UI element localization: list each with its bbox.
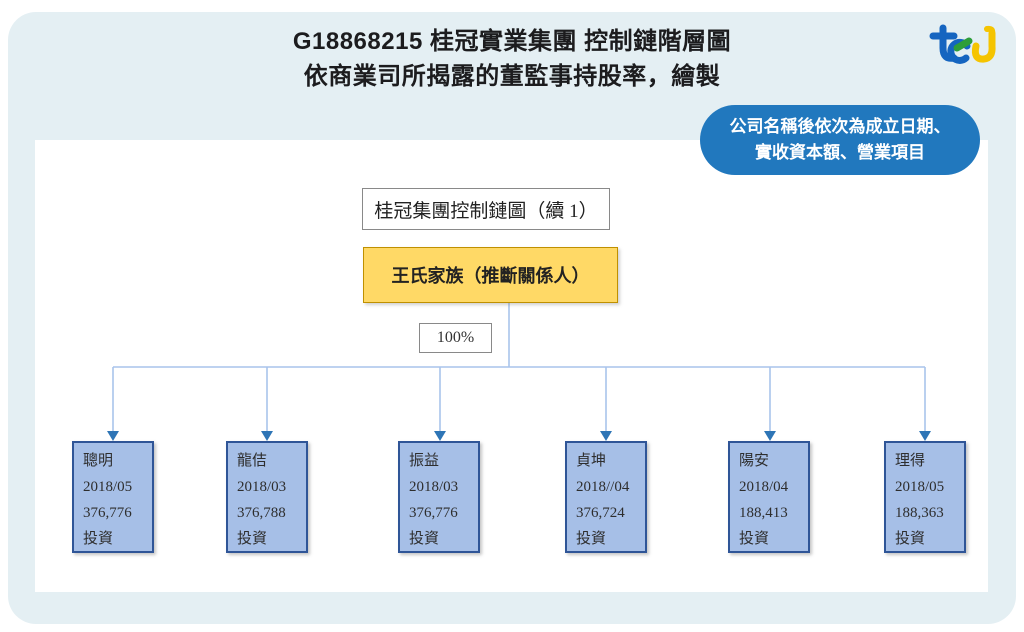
arrowhead-icon-1: [107, 431, 119, 441]
company-box-3: 振益 2018/03 376,776 投資: [398, 441, 480, 553]
company-capital: 376,776: [83, 505, 132, 521]
page-title: G18868215 桂冠實業集團 控制鏈階層圖 依商業司所揭露的董監事持股率，繪…: [0, 24, 1024, 94]
company-capital: 376,724: [576, 505, 625, 521]
company-capital: 188,413: [739, 505, 788, 521]
company-box-4: 貞坤 2018//04 376,724 投資: [565, 441, 647, 553]
arrowhead-icon-6: [919, 431, 931, 441]
root-family-box: 王氏家族（推斷關係人）: [363, 247, 618, 303]
root-family-label: 王氏家族（推斷關係人）: [391, 266, 590, 286]
page-title-line2: 依商業司所揭露的董監事持股率，繪製: [303, 63, 721, 90]
company-name: 振益: [409, 453, 440, 469]
company-founded-date: 2018//04: [576, 479, 630, 495]
company-business: 投資: [409, 531, 440, 547]
note-badge-line2: 實收資本額、營業項目: [755, 143, 925, 162]
arrowhead-icon-3: [434, 431, 446, 441]
company-founded-date: 2018/03: [409, 479, 459, 495]
company-box-1: 聰明 2018/05 376,776 投資: [72, 441, 154, 553]
company-name: 陽安: [739, 453, 770, 469]
company-capital: 376,776: [409, 505, 458, 521]
logo-j-hook: [984, 25, 996, 36]
page-title-line1: G18868215 桂冠實業集團 控制鏈階層圖: [292, 28, 732, 55]
logo-green-dash: [953, 37, 973, 52]
company-founded-date: 2018/03: [237, 479, 287, 495]
connector-lines: [107, 303, 931, 441]
note-badge: 公司名稱後依次為成立日期、 實收資本額、營業項目: [700, 105, 980, 175]
diagram-canvas: 桂冠集團控制鏈圖（續 1） 王氏家族（推斷關係人） 100% 聰明 2018/0…: [35, 140, 988, 592]
company-name: 聰明: [83, 453, 114, 469]
company-business: 投資: [576, 531, 607, 547]
company-business: 投資: [237, 531, 268, 547]
company-business: 投資: [895, 531, 926, 547]
arrowhead-icon-4: [600, 431, 612, 441]
company-capital: 188,363: [895, 505, 944, 521]
company-business: 投資: [83, 531, 114, 547]
chart-title-label: 桂冠集團控制鏈圖（續 1）: [374, 200, 598, 222]
company-name: 理得: [895, 453, 926, 469]
chart-title-box: 桂冠集團控制鏈圖（續 1）: [362, 188, 610, 230]
company-name: 龍佶: [237, 453, 268, 469]
company-business: 投資: [739, 531, 770, 547]
ownership-percent-box: 100%: [419, 323, 492, 353]
company-box-2: 龍佶 2018/03 376,788 投資: [226, 441, 308, 553]
company-founded-date: 2018/05: [83, 479, 133, 495]
note-badge-line1: 公司名稱後依次為成立日期、: [729, 117, 951, 136]
arrowhead-icon-2: [261, 431, 273, 441]
company-name: 貞坤: [576, 453, 607, 469]
arrowhead-icon-5: [764, 431, 776, 441]
company-founded-date: 2018/04: [739, 479, 789, 495]
logo-j: [971, 29, 996, 63]
company-box-6: 理得 2018/05 188,363 投資: [884, 441, 966, 553]
tej-logo: [929, 24, 996, 64]
company-founded-date: 2018/05: [895, 479, 945, 495]
ownership-percent-label: 100%: [436, 329, 475, 346]
company-box-5: 陽安 2018/04 188,413 投資: [728, 441, 810, 553]
company-capital: 376,788: [237, 505, 286, 521]
